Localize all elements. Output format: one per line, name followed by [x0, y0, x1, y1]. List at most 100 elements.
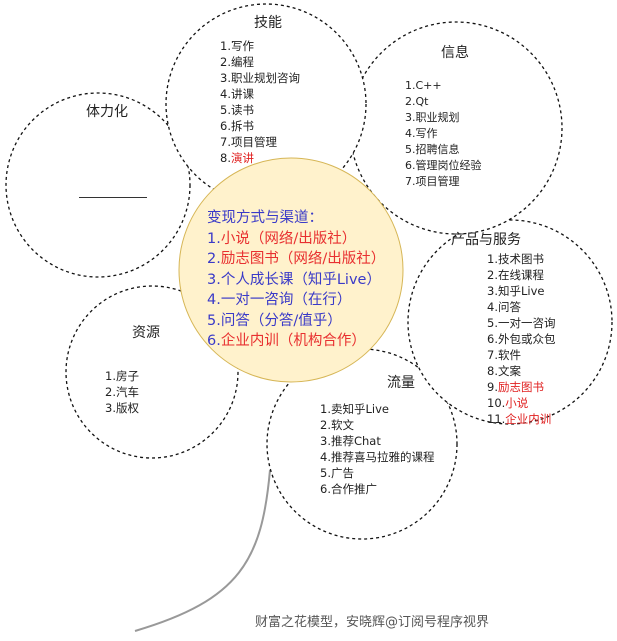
item-text: 合作推广 [330, 482, 377, 496]
resources-item: 3.版权 [105, 400, 139, 416]
item-text: 卖知乎Live [330, 402, 389, 416]
skills-item: 2.编程 [220, 54, 300, 70]
item-text: 演讲 [230, 151, 254, 165]
products-item: 4.问答 [487, 299, 555, 315]
item-number: 2. [320, 418, 331, 432]
item-text: 读书 [230, 103, 254, 117]
info-item: 4.写作 [405, 126, 482, 142]
item-number: 3. [320, 434, 331, 448]
item-text: 职业规划 [415, 111, 460, 124]
item-number: 3. [405, 111, 416, 124]
center-heading: 变现方式与渠道： [207, 210, 323, 226]
item-number: 2. [220, 55, 231, 69]
skills-item: 8.演讲 [220, 150, 300, 166]
item-number: 3. [207, 271, 221, 288]
products-item: 6.外包或众包 [487, 331, 555, 347]
petal-products-circle [407, 219, 613, 425]
item-number: 9. [487, 380, 498, 394]
item-number: 5. [220, 103, 231, 117]
products-item: 7.软件 [487, 347, 555, 363]
caption: 财富之花模型，安晓辉@订阅号程序视界 [255, 615, 490, 630]
item-number: 4. [320, 450, 331, 464]
item-text: 小说（网络/出版社） [220, 230, 357, 247]
item-text: 软文 [330, 418, 354, 432]
item-number: 7. [220, 135, 231, 149]
item-number: 1. [487, 252, 498, 266]
item-number: 5. [487, 316, 498, 330]
item-text: 技术图书 [497, 252, 544, 266]
item-number: 6. [220, 119, 231, 133]
center-item: 1.小说（网络/出版社） [207, 229, 385, 250]
item-text: 问答（分答/值乎） [220, 312, 342, 329]
item-text: 写作 [415, 127, 438, 140]
item-number: 6. [405, 159, 416, 172]
item-text: 软件 [497, 348, 521, 362]
center-monetization-list: 变现方式与渠道： 1.小说（网络/出版社）2.励志图书（网络/出版社）3.个人成… [207, 208, 385, 349]
item-text: 一对一咨询（在行） [220, 292, 352, 308]
item-number: 6. [207, 333, 221, 349]
products-item: 5.一对一咨询 [487, 315, 555, 331]
item-text: 文案 [497, 364, 521, 378]
traffic-item: 4.推荐喜马拉雅的课程 [320, 449, 434, 465]
item-number: 1. [405, 79, 416, 92]
item-number: 5. [405, 143, 416, 156]
item-number: 8. [220, 151, 231, 165]
item-text: 讲课 [230, 87, 254, 101]
products-item: 9.励志图书 [487, 379, 555, 395]
center-item: 2.励志图书（网络/出版社） [207, 249, 385, 270]
skills-title: 技能 [254, 15, 282, 31]
item-text: 一对一咨询 [497, 316, 556, 330]
skills-item: 1.写作 [220, 38, 300, 54]
item-number: 4. [220, 87, 231, 101]
info-item: 1.C++ [405, 78, 482, 94]
item-number: 11. [487, 412, 506, 426]
item-number: 3. [220, 71, 231, 85]
skills-item: 7.项目管理 [220, 134, 300, 150]
item-number: 1. [207, 230, 221, 247]
item-text: 企业内训（机构合作） [220, 333, 366, 349]
center-circle [178, 157, 404, 383]
petal-resources-circle [65, 285, 239, 459]
traffic-item: 5.广告 [320, 465, 434, 481]
item-number: 7. [405, 175, 416, 188]
skills-item: 6.拆书 [220, 118, 300, 134]
item-text: 问答 [497, 300, 521, 314]
info-item: 3.职业规划 [405, 110, 482, 126]
center-item: 5.问答（分答/值乎） [207, 311, 385, 332]
item-number: 7. [487, 348, 498, 362]
traffic-item: 6.合作推广 [320, 481, 434, 497]
item-text: 推荐Chat [330, 434, 381, 448]
products-item: 11.企业内训 [487, 411, 555, 427]
center-item: 6.企业内训（机构合作） [207, 331, 385, 352]
item-text: 励志图书 [497, 380, 544, 394]
item-text: 广告 [330, 466, 354, 480]
item-number: 5. [320, 466, 331, 480]
products-item: 2.在线课程 [487, 267, 555, 283]
item-number: 5. [207, 312, 221, 329]
item-number: 1. [320, 402, 331, 416]
item-number: 4. [405, 127, 416, 140]
item-text: 知乎Live [497, 284, 545, 298]
resources-title: 资源 [132, 325, 160, 341]
item-number: 6. [487, 332, 498, 346]
item-number: 2. [405, 95, 416, 108]
item-text: 拆书 [230, 119, 254, 133]
item-text: C++ [415, 79, 442, 92]
item-text: 招聘信息 [415, 143, 460, 156]
skills-item: 3.职业规划咨询 [220, 70, 300, 86]
item-text: 编程 [230, 55, 254, 69]
info-item: 2.Qt [405, 94, 482, 110]
item-number: 6. [320, 482, 331, 496]
item-text: Qt [415, 95, 429, 108]
item-text: 职业规划咨询 [230, 71, 300, 85]
stem [134, 469, 271, 632]
resources-item: 1.房子 [105, 368, 139, 384]
item-number: 2. [207, 251, 221, 267]
traffic-title: 流量 [387, 375, 415, 391]
item-number: 3. [487, 284, 498, 298]
products-item: 8.文案 [487, 363, 555, 379]
info-title: 信息 [441, 45, 469, 61]
